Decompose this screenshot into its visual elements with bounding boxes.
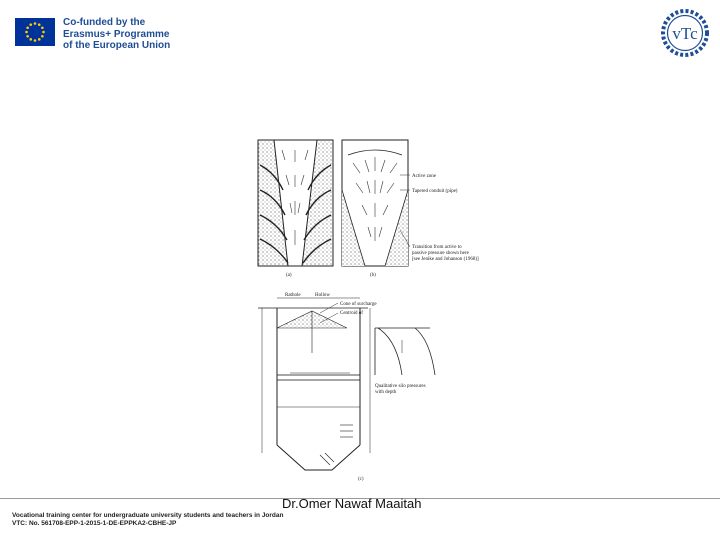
eu-line-3: of the European Union	[63, 40, 171, 51]
eu-line-1: Co-funded by the	[63, 17, 146, 28]
silo-flow-figure: (a) (b) Active zone Tapered conduit (pip…	[257, 139, 479, 482]
panel-b: (b)	[341, 139, 409, 278]
eu-star-icon	[33, 22, 37, 25]
author-name: Dr.Omer Nawaf Maaitah	[282, 496, 422, 511]
annot-active-zone: Active zone	[412, 174, 437, 179]
eu-star-icon	[33, 39, 37, 42]
pressure-diagram	[374, 327, 436, 376]
eu-star-icon	[41, 34, 44, 38]
panel-c: Rathole Hollow (c)	[258, 293, 371, 482]
eu-star-icon	[26, 26, 29, 30]
footer-line-2: VTC: No. 561708-EPP-1-2015-1-DE-EPPKA2-C…	[12, 520, 177, 527]
eu-star-icon	[37, 23, 41, 26]
vtc-logo: vTc	[661, 9, 709, 57]
eu-flag-logo	[15, 18, 55, 46]
panel-c-annotations	[319, 302, 339, 324]
vtc-logo-text: vTc	[672, 24, 698, 43]
annot-transition-3: [see Jenike and Johanson (1968)]	[412, 257, 479, 262]
eu-star-icon	[29, 38, 33, 41]
panel-c-label: (c)	[358, 477, 364, 482]
header-rathole: Rathole	[285, 293, 301, 298]
panel-a-label: (a)	[286, 273, 292, 278]
eu-star-icon	[42, 30, 45, 34]
eu-line-2: Erasmus+ Programme	[63, 28, 170, 40]
eu-star-icon	[37, 38, 41, 41]
footer-divider	[0, 498, 720, 499]
eu-star-icon	[41, 26, 44, 30]
eu-funding-text: Co-funded by the Erasmus+ Programme of t…	[63, 17, 170, 52]
annot-transition-1: Transition from active to	[412, 245, 462, 250]
annot-qualitative-2: with depth	[375, 390, 397, 395]
annot-transition-2: passive pressure shown here	[412, 251, 470, 256]
annot-centroid: Centroid of	[340, 311, 363, 316]
panel-b-label: (b)	[370, 273, 376, 278]
footer-line-1: Vocational training center for undergrad…	[12, 512, 284, 519]
panel-a: (a)	[257, 139, 334, 278]
eu-star-icon	[25, 30, 28, 34]
eu-star-icon	[29, 23, 33, 26]
annot-cone-surcharge: Cone of surcharge	[340, 302, 377, 307]
eu-stars	[25, 22, 45, 42]
footer-project-info: Vocational training center for undergrad…	[12, 512, 284, 528]
eu-star-icon	[26, 34, 29, 38]
annot-qualitative-1: Qualitative silo pressures	[375, 384, 426, 389]
header-hollow: Hollow	[315, 293, 330, 298]
panel-b-annotations	[399, 174, 411, 248]
annot-tapered-conduit: Tapered conduit (pipe)	[412, 189, 458, 194]
